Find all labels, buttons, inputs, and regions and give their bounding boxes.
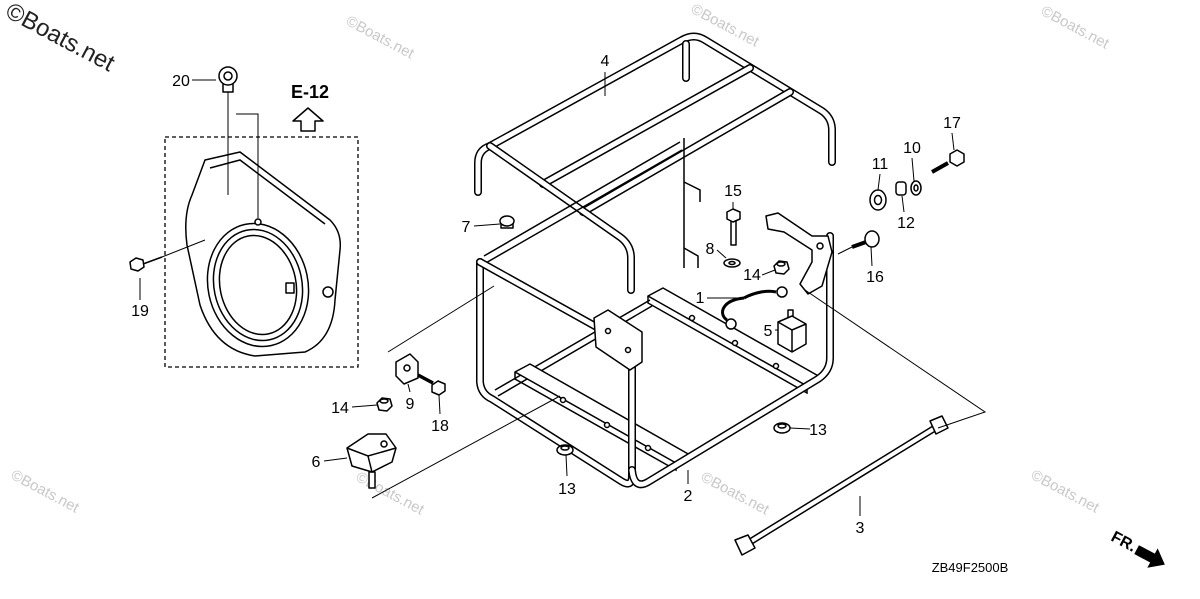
leader-lines: [139, 72, 987, 516]
part-bracket-9: [395, 353, 419, 385]
reference-arrow-icon: [292, 107, 324, 132]
diagram-code: ZB49F2500B: [932, 560, 1009, 575]
part-bolt-15: [726, 208, 741, 246]
callout-18: 18: [431, 418, 449, 435]
part-bolt-16: [851, 230, 880, 249]
part-fan-cover: [185, 151, 342, 357]
callout-19: 19: [131, 303, 149, 320]
callout-1: 1: [696, 290, 705, 307]
frame-back-plate: [483, 138, 685, 268]
part-washer-8: [723, 258, 741, 268]
front-direction-label: FR.: [1108, 529, 1139, 556]
part-support-bar-3: [734, 415, 949, 556]
callout-13-lower: 13: [558, 481, 576, 498]
reference-block: E-12: [291, 82, 329, 132]
callout-15: 15: [724, 183, 742, 200]
fan-cover-assembly: [129, 66, 359, 368]
callout-17: 17: [943, 115, 961, 132]
callout-5: 5: [764, 323, 773, 340]
callout-16: 16: [866, 269, 884, 286]
frame-front-bracket: [593, 309, 643, 371]
callout-4: 4: [601, 53, 610, 70]
part-screw-19: [129, 256, 163, 272]
watermark: ©Boats.net: [1028, 467, 1102, 517]
watermark: ©Boats.net: [688, 1, 762, 51]
assembly-outline: [164, 136, 359, 368]
callout-8: 8: [706, 241, 715, 258]
callout-14: 14: [743, 267, 761, 284]
part-upper-frame: [478, 37, 832, 291]
part-mount-5: [777, 309, 807, 353]
arrow-right-icon: [1134, 545, 1165, 568]
watermark: ©Boats.net: [8, 467, 82, 517]
watermark-main: ©Boats.net: [1, 0, 119, 77]
part-cap-7: [499, 215, 515, 229]
callout-14-lower: 14: [331, 400, 349, 417]
watermark: ©Boats.net: [698, 469, 772, 519]
part-nut-13: [773, 422, 791, 434]
part-bolt-18: [417, 373, 446, 396]
part-collar-12: [895, 181, 907, 196]
part-cable-1: [721, 286, 788, 330]
part-main-frame: [480, 138, 832, 484]
watermark: ©Boats.net: [1038, 3, 1112, 53]
part-washer-10: [910, 180, 922, 196]
frame-upper-crossbar: [583, 92, 790, 212]
callout-7: 7: [462, 219, 471, 236]
callout-11: 11: [872, 156, 889, 173]
reference-label: E-12: [291, 82, 329, 102]
part-nut-14-lower: [376, 397, 393, 412]
part-bolt-17: [931, 149, 965, 174]
callout-labels: 20 19 4 7 15 8 14 1 5 11 10 17 12 16 9 1…: [131, 53, 961, 537]
base-channel: [514, 363, 691, 472]
callout-13: 13: [809, 422, 827, 439]
frame-tube-left: [480, 262, 632, 484]
callout-10: 10: [903, 140, 921, 157]
callout-9: 9: [406, 396, 415, 413]
callout-12: 12: [897, 215, 915, 232]
callout-6: 6: [312, 454, 321, 471]
callout-3: 3: [856, 520, 865, 537]
frame-cable-bracket: [765, 212, 833, 295]
part-nut-11: [869, 189, 887, 211]
part-eye-grommet: [218, 66, 238, 93]
front-direction-indicator: FR.: [1108, 529, 1165, 568]
watermark: ©Boats.net: [353, 469, 427, 519]
callout-2: 2: [684, 488, 693, 505]
part-rubber-mount-6: [346, 433, 397, 489]
part-nut-14: [773, 260, 790, 275]
watermark: ©Boats.net: [343, 13, 417, 63]
frame-upper-crossbar: [543, 68, 750, 184]
callout-20: 20: [172, 73, 190, 90]
part-nut-13-lower: [556, 444, 574, 456]
frame-back-brackets: [683, 181, 701, 268]
